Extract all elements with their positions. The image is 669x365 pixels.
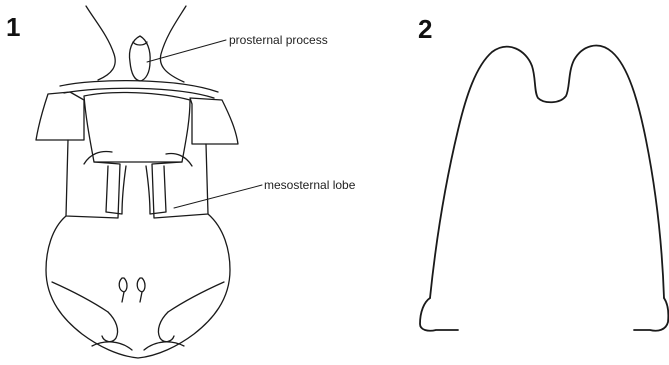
process-outline xyxy=(430,46,664,298)
left-shoulder-plate xyxy=(36,92,84,140)
mesosternal-leader-line xyxy=(174,185,262,208)
metacoxa-right-line xyxy=(168,282,224,312)
pore-right xyxy=(137,278,145,302)
panel-number-1: 1 xyxy=(6,14,20,40)
prosternal-leader-line xyxy=(147,40,226,62)
right-shoulder-plate xyxy=(190,98,238,144)
panel-number-2: 2 xyxy=(418,16,432,42)
metacoxa-right-swirl xyxy=(158,312,174,342)
prosternal-notch xyxy=(133,42,147,45)
mesosternal-lobe-right xyxy=(146,166,166,214)
process-left-foot xyxy=(420,298,458,331)
panel-2-drawing xyxy=(420,46,668,331)
right-coxal-arc xyxy=(166,154,192,167)
mesosternal-lobe-left xyxy=(106,166,126,214)
pore-left xyxy=(119,278,127,302)
prosternal-process-label: prosternal process xyxy=(229,33,328,47)
neck-left-contour xyxy=(86,6,115,80)
posterior-arc-right xyxy=(144,342,184,350)
metasternum-outline xyxy=(46,214,230,358)
neck-right-contour xyxy=(160,6,186,82)
metacoxa-left-line xyxy=(52,282,108,312)
mesosternal-lobe-label: mesosternal lobe xyxy=(264,178,355,192)
process-right-foot xyxy=(634,298,668,331)
metacoxa-left-swirl xyxy=(102,312,118,342)
panel-1-drawing xyxy=(36,6,238,358)
posterior-arc-left xyxy=(92,342,132,350)
